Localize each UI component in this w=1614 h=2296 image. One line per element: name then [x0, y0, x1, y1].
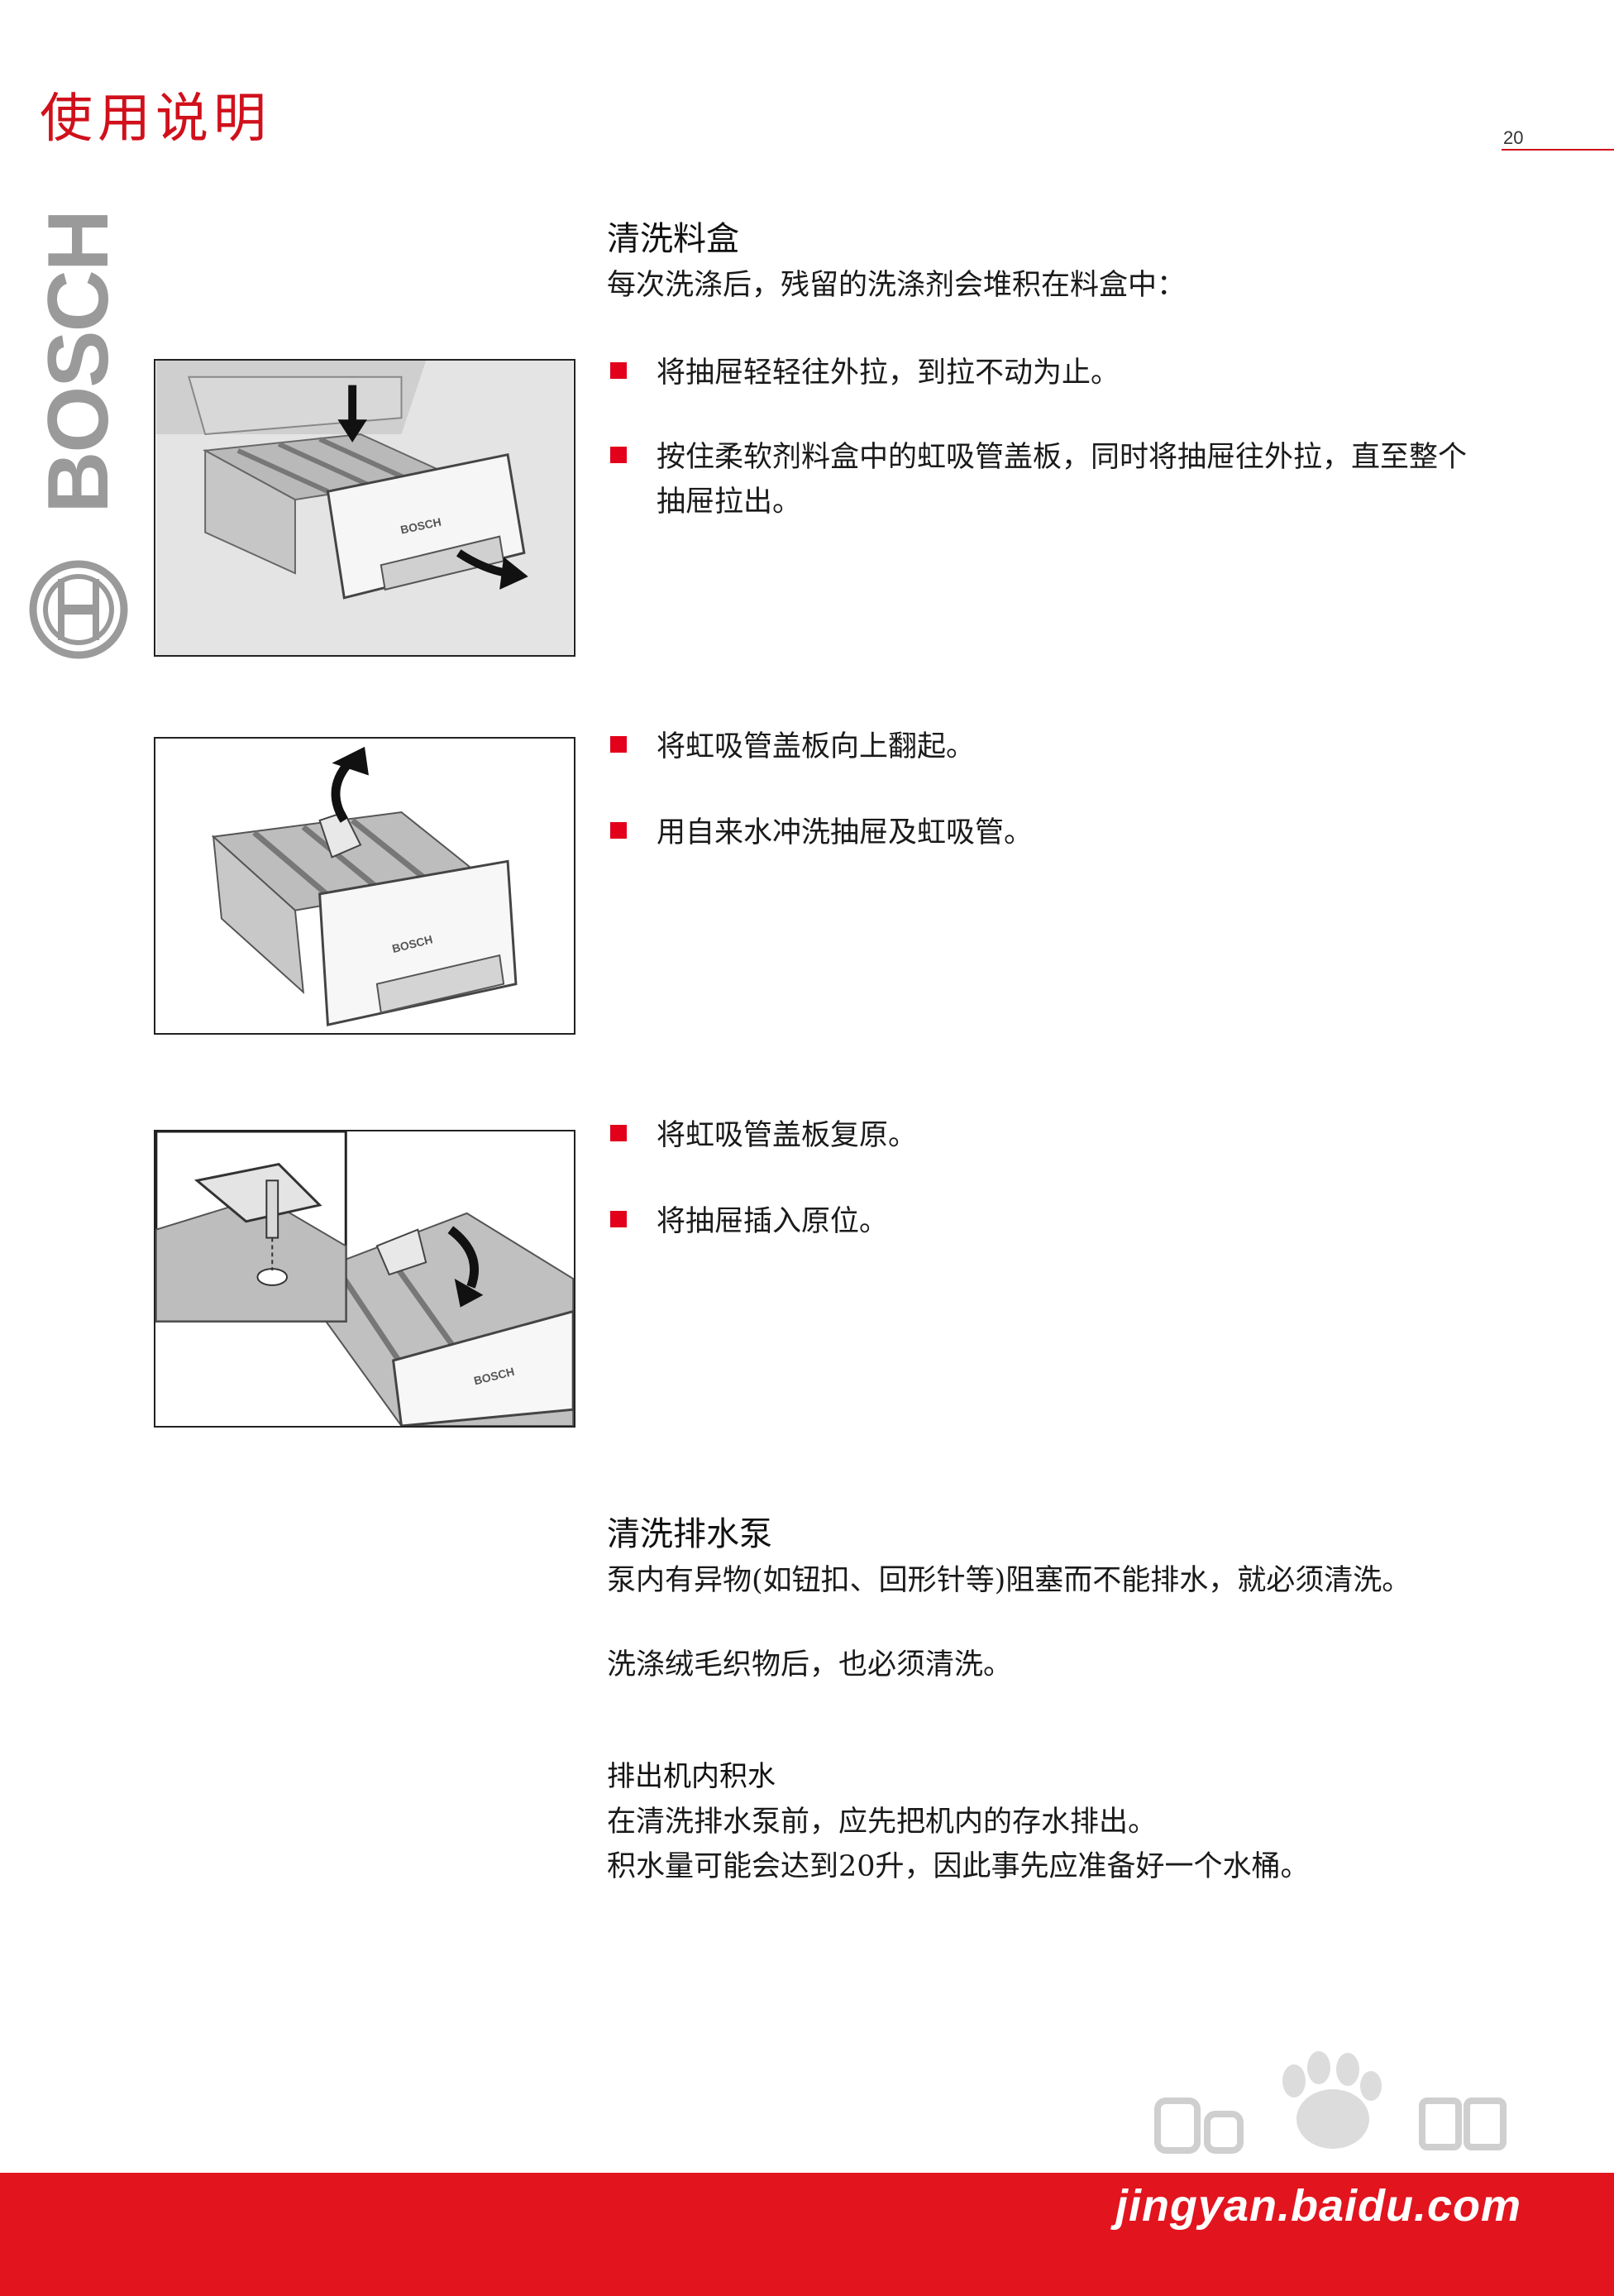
list-item-text: 将虹吸管盖板向上翻起。	[657, 730, 976, 763]
section-intro: 每次洗涤后，残留的洗涤剂会堆积在料盒中：	[607, 269, 1187, 302]
paragraph: 积水量可能会达到20升，因此事先应准备好一个水桶。	[607, 1850, 1310, 1883]
figure-flip-siphon-cover: BOSCH	[154, 737, 575, 1035]
subheading-drain-water: 排出机内积水	[607, 1760, 776, 1793]
page-number: 20	[1503, 127, 1524, 148]
paragraph: 泵内有异物(如钮扣、回形针等)阻塞而不能排水，就必须清洗。	[607, 1564, 1411, 1597]
baidu-jingyan-paw-icon	[1154, 2051, 1507, 2154]
bosch-armature-logo-icon	[29, 560, 128, 659]
paragraph: 在清洗排水泵前，应先把机内的存水排出。	[607, 1806, 1158, 1839]
bullet-square	[610, 822, 627, 839]
list-item-text: 将虹吸管盖板复原。	[657, 1119, 918, 1152]
header-rule	[1502, 149, 1614, 151]
bullet-square	[610, 1125, 627, 1141]
bullet-square	[610, 736, 627, 753]
list-item-text: 按住柔软剂料盒中的虹吸管盖板，同时将抽屉往外拉，直至整个抽屉拉出。	[657, 441, 1468, 519]
page-title: 使用说明	[40, 88, 271, 150]
footer-site-url[interactable]: jingyan.baidu.com	[1115, 2181, 1521, 2231]
section-title-clean-drawer: 清洗料盒	[607, 220, 739, 258]
drawer-pull-illustration: BOSCH	[155, 361, 574, 655]
list-item-text: 将抽屉插入原位。	[657, 1205, 889, 1238]
list-item-text: 用自来水冲洗抽屉及虹吸管。	[657, 816, 1034, 849]
figure-restore-siphon-cover: BOSCH	[154, 1130, 575, 1428]
siphon-restore-illustration: BOSCH	[155, 1131, 574, 1426]
siphon-flip-illustration: BOSCH	[155, 739, 574, 1033]
figure-pull-out-drawer: BOSCH	[154, 359, 575, 657]
bosch-wordmark-text: BOSCH	[33, 211, 124, 514]
bullet-square	[610, 447, 627, 463]
list-item-text: 将抽屉轻轻往外拉，到拉不动为止。	[657, 356, 1120, 390]
section-title-clean-pump: 清洗排水泵	[607, 1515, 772, 1553]
footer-band	[0, 2173, 1614, 2296]
bosch-wordmark: BOSCH	[33, 211, 124, 514]
paragraph: 洗涤绒毛织物后，也必须清洗。	[607, 1648, 1013, 1681]
bullet-square	[610, 362, 627, 379]
bullet-square	[610, 1211, 627, 1227]
